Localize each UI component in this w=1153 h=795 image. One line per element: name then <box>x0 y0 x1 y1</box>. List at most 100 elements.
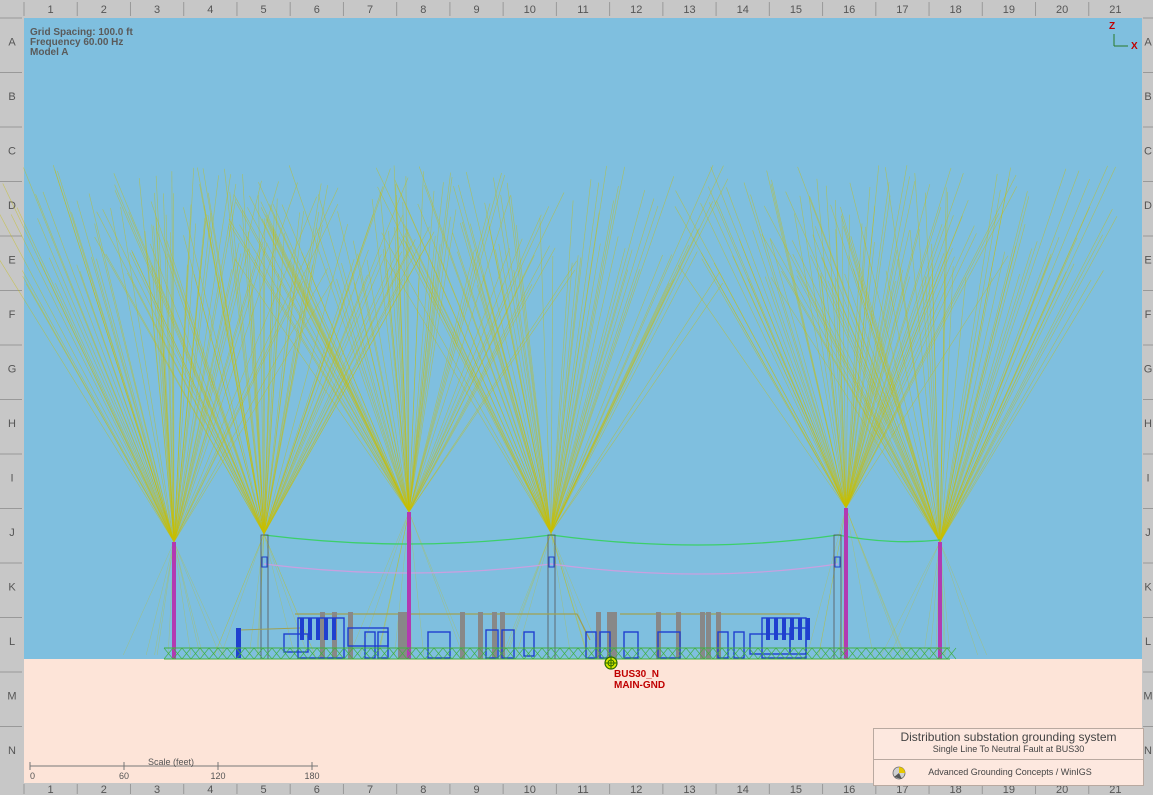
field-line <box>550 532 602 656</box>
field-line <box>173 541 203 656</box>
fence-mesh <box>928 647 939 660</box>
steel-column[interactable] <box>706 612 711 659</box>
field-line <box>228 218 410 513</box>
overhead-wires <box>263 534 941 575</box>
equipment-outline[interactable] <box>297 617 345 659</box>
fence-mesh <box>379 647 390 660</box>
steel-column[interactable] <box>596 612 601 659</box>
field-line <box>263 533 315 656</box>
fence-mesh <box>487 647 498 660</box>
steel-column[interactable] <box>460 612 465 659</box>
field-line <box>505 532 552 656</box>
field-line <box>845 255 1009 509</box>
field-line <box>263 218 266 535</box>
field-line <box>386 259 552 534</box>
steel-column[interactable] <box>398 612 403 659</box>
equipment-outline[interactable] <box>377 631 389 659</box>
fence-mesh <box>685 647 696 660</box>
fence-mesh <box>235 647 246 660</box>
field-line <box>228 223 410 513</box>
fence-mesh <box>820 647 831 660</box>
field-line <box>224 168 265 535</box>
steel-column[interactable] <box>700 612 705 659</box>
ruler-row-label: G <box>8 363 17 375</box>
steel-column[interactable] <box>676 612 681 659</box>
field-line <box>830 204 941 543</box>
equipment-outline[interactable] <box>585 631 597 659</box>
field-line <box>845 186 871 509</box>
grid-spacing-text: Grid Spacing: 100.0 ft <box>30 27 133 38</box>
fence-mesh <box>496 647 507 660</box>
fence-mesh <box>703 647 714 660</box>
field-line <box>550 532 588 656</box>
field-line <box>263 223 348 535</box>
lightning-mast[interactable] <box>172 542 176 659</box>
fence-mesh <box>595 647 606 660</box>
field-line <box>301 252 410 513</box>
field-lines <box>0 165 1118 656</box>
equipment-outline[interactable] <box>523 631 535 657</box>
substation-structures[interactable] <box>236 534 842 660</box>
lightning-masts[interactable] <box>172 508 942 659</box>
field-line <box>42 191 175 543</box>
field-line <box>939 266 954 543</box>
field-line <box>550 198 655 534</box>
equipment-post[interactable] <box>236 628 241 658</box>
ruler-column-label: 5 <box>261 4 267 16</box>
field-line <box>498 243 552 534</box>
bus-conductor <box>239 627 301 631</box>
fence-mesh <box>433 647 444 660</box>
field-line <box>939 541 978 656</box>
ruler-column-label: 14 <box>737 4 749 16</box>
steel-column[interactable] <box>612 612 617 659</box>
field-line <box>550 200 574 534</box>
field-line <box>806 507 847 656</box>
steel-column[interactable] <box>320 612 325 659</box>
bus-marker-icon[interactable] <box>604 656 618 670</box>
ruler-column-label: 13 <box>683 4 695 16</box>
field-line <box>154 541 175 656</box>
field-line <box>408 192 565 513</box>
field-line <box>96 211 265 535</box>
field-line <box>845 165 908 509</box>
field-line <box>844 273 941 543</box>
field-line <box>156 541 175 656</box>
steel-column[interactable] <box>478 612 483 659</box>
equipment-outline[interactable] <box>599 631 611 659</box>
bus-label[interactable]: BUS30_N MAIN-GND <box>614 669 665 691</box>
equipment-outline[interactable] <box>427 631 451 659</box>
field-line <box>701 258 847 509</box>
steel-column[interactable] <box>492 612 497 659</box>
ruler-column-label: 11 <box>577 784 588 795</box>
field-line <box>726 187 847 509</box>
field-line <box>242 174 265 535</box>
fence-mesh <box>559 647 570 660</box>
lightning-mast[interactable] <box>844 508 848 659</box>
field-line <box>110 207 175 543</box>
field-line <box>163 193 175 543</box>
equipment-outline[interactable] <box>501 629 515 659</box>
steel-column[interactable] <box>402 612 407 659</box>
fence-mesh <box>415 647 426 660</box>
field-line <box>408 249 475 513</box>
field-line <box>931 263 941 543</box>
ruler-column-label: 19 <box>1003 784 1015 795</box>
field-line <box>203 205 265 535</box>
grid-info: Grid Spacing: 100.0 ft Frequency 60.00 H… <box>30 28 133 58</box>
bushing-icon <box>316 618 320 640</box>
field-line <box>408 247 556 513</box>
field-line <box>845 507 902 656</box>
ruler-column-label: 10 <box>524 784 536 795</box>
equipment-outline[interactable] <box>485 629 499 659</box>
lightning-mast[interactable] <box>938 542 942 659</box>
field-line <box>394 511 410 656</box>
steel-column[interactable] <box>348 612 353 659</box>
ruler-column-label: 12 <box>630 4 642 16</box>
ruler-column-label: 18 <box>950 784 962 795</box>
field-line <box>263 258 355 535</box>
lightning-mast[interactable] <box>407 512 411 659</box>
